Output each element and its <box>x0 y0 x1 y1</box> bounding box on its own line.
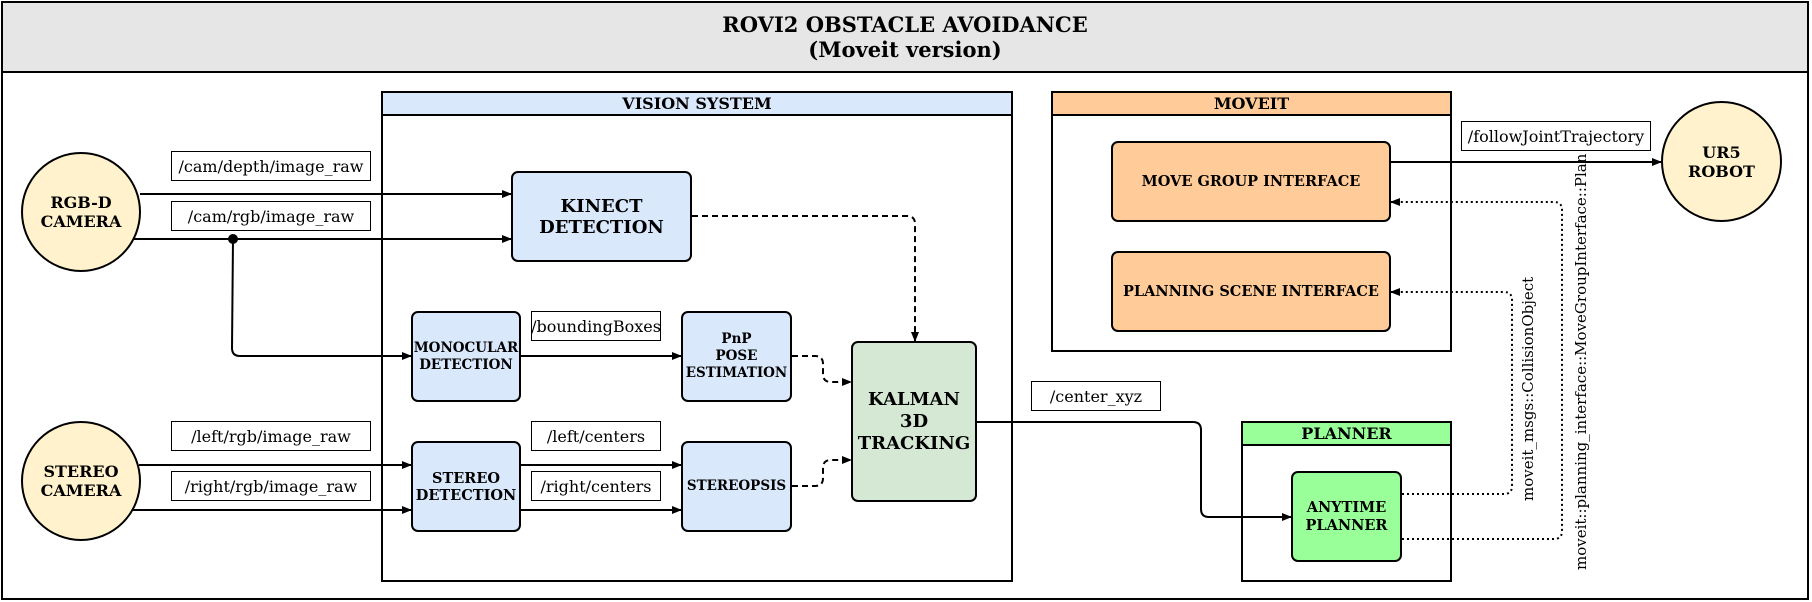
topic-cam-depth-label: /cam/depth/image_raw <box>171 151 371 181</box>
topic-follow-joint-label: /followJointTrajectory <box>1461 121 1651 151</box>
kalman-3d-tracking-node: KALMAN 3D TRACKING <box>851 341 977 502</box>
anytime-planner-node: ANYTIME PLANNER <box>1291 471 1402 562</box>
rgbd-camera-node: RGB-D CAMERA <box>21 152 141 272</box>
junction-dot <box>228 234 238 244</box>
topic-collision-object-label: moveit_msgs::CollisionObject <box>1519 277 1537 501</box>
topic-left-centers-label: /left/centers <box>531 421 661 451</box>
topic-plan-label: moveit::planning_interface::MoveGroupInt… <box>1572 154 1590 570</box>
topic-left-rgb-label: /left/rgb/image_raw <box>171 421 371 451</box>
ur5-robot-node: UR5 ROBOT <box>1661 101 1782 222</box>
topic-right-centers-label: /right/centers <box>531 471 661 501</box>
edge-rgb-to-mono <box>232 239 411 356</box>
pnp-pose-estimation-node: PnP POSE ESTIMATION <box>681 311 792 402</box>
topic-center-xyz-label: /center_xyz <box>1031 381 1161 411</box>
stereo-detection-node: STEREO DETECTION <box>411 441 521 532</box>
monocular-detection-node: MONOCULAR DETECTION <box>411 311 521 402</box>
edge-collision-object <box>1391 292 1512 494</box>
move-group-interface-node: MOVE GROUP INTERFACE <box>1111 141 1391 222</box>
planning-scene-interface-node: PLANNING SCENE INTERFACE <box>1111 251 1391 332</box>
edge-stereopsis-kalman <box>792 460 851 486</box>
topic-right-rgb-label: /right/rgb/image_raw <box>171 471 371 501</box>
topic-bounding-boxes-label: /boundingBoxes <box>531 311 661 341</box>
stereopsis-node: STEREOPSIS <box>681 441 792 532</box>
edge-center-xyz <box>977 422 1291 517</box>
topic-cam-rgb-label: /cam/rgb/image_raw <box>171 201 371 231</box>
stereo-camera-node: STEREO CAMERA <box>21 421 141 541</box>
kinect-detection-node: KINECT DETECTION <box>511 171 692 262</box>
edge-pnp-kalman <box>792 356 851 382</box>
